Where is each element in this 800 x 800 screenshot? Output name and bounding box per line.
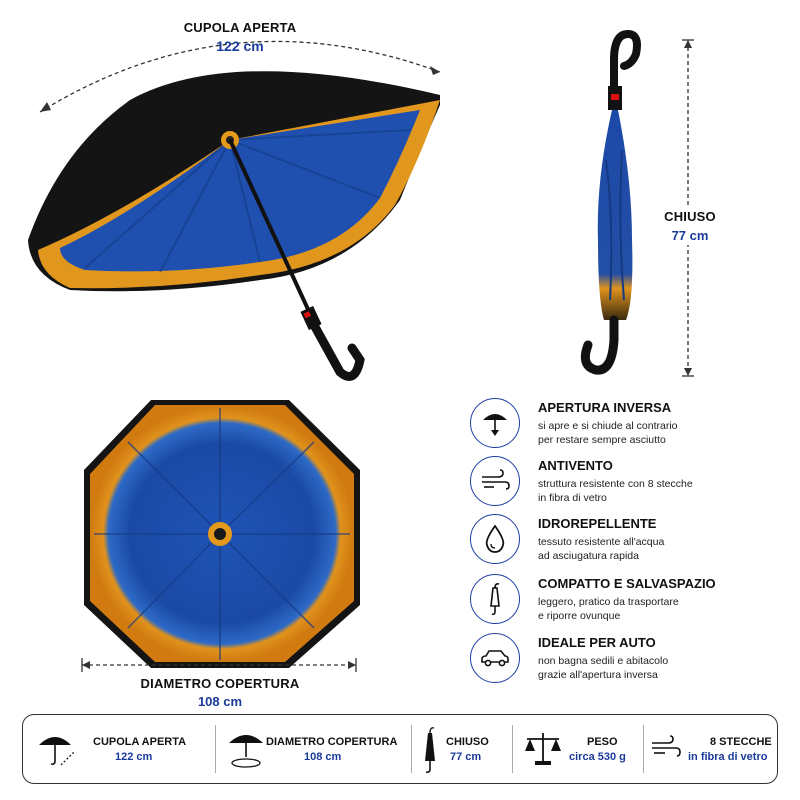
top-view-umbrella-illustration xyxy=(84,400,360,668)
spec-bar: CUPOLA APERTA 122 cm DIAMETRO COPERTURA … xyxy=(22,714,778,784)
spec-divider xyxy=(215,725,216,773)
car-icon xyxy=(470,633,520,683)
closed-umbrella-icon xyxy=(425,727,435,773)
open-umbrella-illustration xyxy=(28,71,440,381)
spec-title: PESO xyxy=(587,736,618,748)
wind-icon xyxy=(470,456,520,506)
feature-title: IDROREPELLENTE xyxy=(538,516,657,531)
feature-windproof: ANTIVENTO struttura resistente con 8 ste… xyxy=(470,456,790,512)
open-umbrella-icon xyxy=(39,737,76,766)
spec-title: CHIUSO xyxy=(446,736,489,748)
spec-diameter: DIAMETRO COPERTURA 108 cm xyxy=(216,715,411,783)
spec-title: CUPOLA APERTA xyxy=(93,736,187,748)
spec-value: in fibra di vetro xyxy=(688,751,768,763)
closed-umbrella-illustration xyxy=(580,29,641,375)
spec-divider xyxy=(643,725,644,773)
diameter-measure xyxy=(81,658,357,672)
open-dome-title: CUPOLA APERTA xyxy=(183,20,297,35)
feature-inverted-opening: APERTURA INVERSA si apre e si chiude al … xyxy=(470,398,790,454)
water-drop-icon xyxy=(470,514,520,564)
open-dome-label: CUPOLA APERTA 122 cm xyxy=(160,20,320,54)
diameter-value: 108 cm xyxy=(197,694,243,709)
closed-value: 77 cm xyxy=(671,228,709,243)
spec-value: 122 cm xyxy=(115,751,153,763)
spec-divider xyxy=(512,725,513,773)
spec-weight: PESO circa 530 g xyxy=(513,715,643,783)
wind-icon xyxy=(652,735,681,757)
spec-value: circa 530 g xyxy=(569,751,626,763)
spec-value: 108 cm xyxy=(304,751,342,763)
closed-label: CHIUSO 77 cm xyxy=(648,207,732,245)
feature-title: IDEALE PER AUTO xyxy=(538,635,656,650)
open-dome-value: 122 cm xyxy=(216,38,264,54)
closed-title: CHIUSO xyxy=(664,209,716,224)
closed-umbrella-icon xyxy=(470,574,520,624)
spec-value: 77 cm xyxy=(450,751,482,763)
spec-open-dome: CUPOLA APERTA 122 cm xyxy=(23,715,215,783)
diameter-label: DIAMETRO COPERTURA 108 cm xyxy=(120,676,320,709)
spec-ribs: 8 STECCHE in fibra di vetro xyxy=(644,715,777,783)
feature-water-repellent: IDROREPELLENTE tessuto resistente all'ac… xyxy=(470,514,790,570)
spec-title: 8 STECCHE xyxy=(710,736,772,748)
open-dome-measure xyxy=(39,40,441,113)
feature-title: ANTIVENTO xyxy=(538,458,613,473)
feature-title: COMPATTO E SALVASPAZIO xyxy=(538,576,716,591)
spec-title: DIAMETRO COPERTURA xyxy=(266,736,398,748)
feature-title: APERTURA INVERSA xyxy=(538,400,672,415)
diameter-umbrella-icon xyxy=(229,735,263,768)
feature-car: IDEALE PER AUTO non bagna sedili e abita… xyxy=(470,633,790,689)
scale-icon xyxy=(525,733,561,765)
feature-compact: COMPATTO E SALVASPAZIO leggero, pratico … xyxy=(470,574,790,630)
diameter-title: DIAMETRO COPERTURA xyxy=(140,676,300,691)
inverted-umbrella-icon xyxy=(470,398,520,448)
spec-divider xyxy=(411,725,412,773)
spec-closed: CHIUSO 77 cm xyxy=(412,715,512,783)
